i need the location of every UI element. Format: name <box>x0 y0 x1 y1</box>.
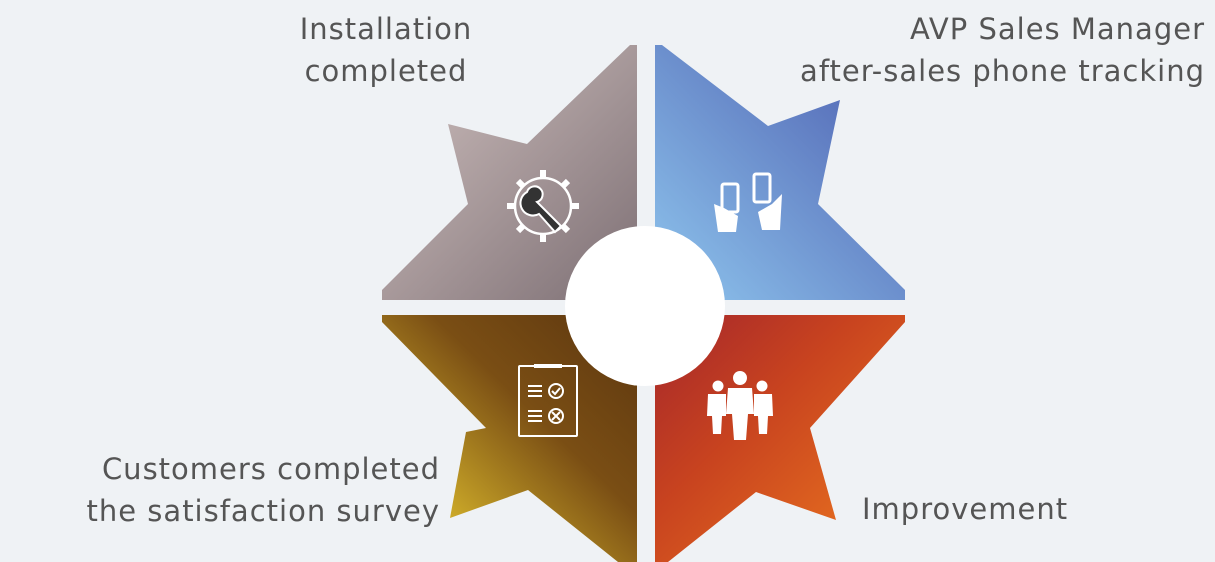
label-line: Customers completed <box>101 452 440 486</box>
checklist-icon <box>518 364 578 437</box>
label-avp-sales-manager: AVP Sales Manager after-sales phone trac… <box>700 8 1205 92</box>
quadrant-top-right-arrow <box>655 45 905 300</box>
label-line: AVP Sales Manager <box>909 12 1205 46</box>
quadrant-bottom-left-arrow <box>382 315 637 562</box>
label-line: the satisfaction survey <box>86 494 440 528</box>
label-line: Improvement <box>862 492 1069 526</box>
label-installation-completed: Installation completed <box>260 8 512 92</box>
label-customers-survey: Customers completed the satisfaction sur… <box>10 448 440 532</box>
label-line: Installation <box>299 12 473 46</box>
quadrant-bottom-right-arrow <box>655 315 905 562</box>
quadrant-top-left-arrow <box>382 45 637 300</box>
center-circle <box>565 226 725 386</box>
label-line: after-sales phone tracking <box>800 54 1205 88</box>
label-line: completed <box>304 54 468 88</box>
label-improvement: Improvement <box>862 488 1112 530</box>
wrench-gear-icon <box>507 170 579 242</box>
phones-in-hands-icon <box>714 172 782 232</box>
team-people-icon <box>707 371 773 440</box>
